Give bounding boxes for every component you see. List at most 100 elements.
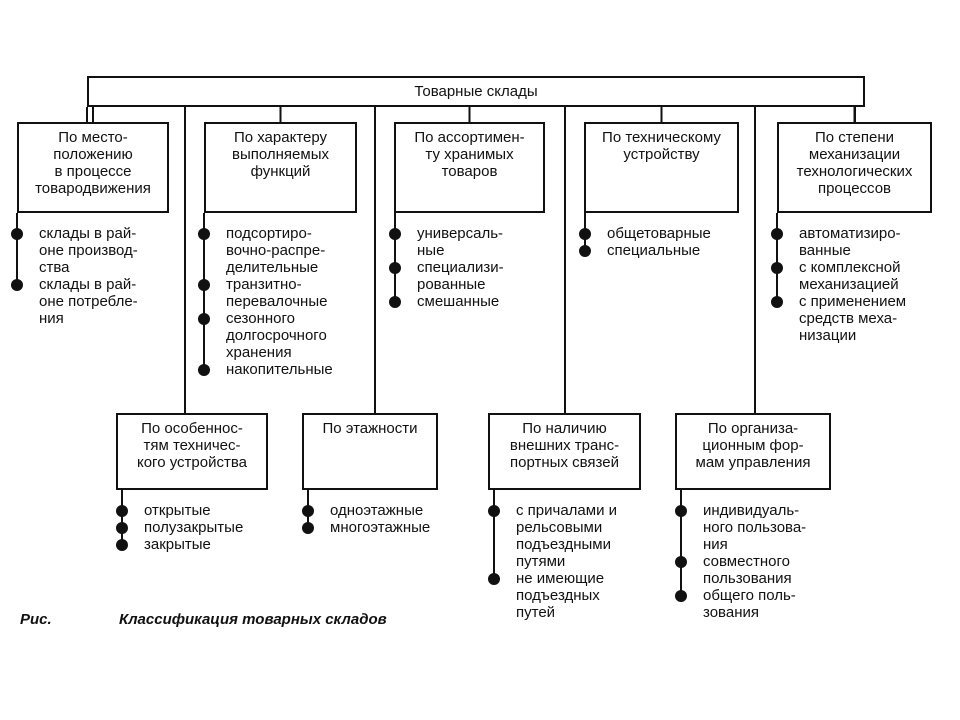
bullet-dot-icon <box>771 262 783 274</box>
bullet-dot-icon <box>302 505 314 517</box>
list-item-text: общего поль- <box>703 587 796 604</box>
bullet-dot-icon <box>116 522 128 534</box>
list-item-text: ные <box>417 242 445 259</box>
bullet-dot-icon <box>389 228 401 240</box>
list-item-text: с применением <box>799 293 907 310</box>
list-item: подсортиро-вочно-распре-делительные <box>198 225 333 276</box>
bullet-dot-icon <box>675 590 687 602</box>
list-item: склады в рай-оне производ-ства <box>11 225 138 276</box>
list-item: общетоварные <box>579 225 711 242</box>
list-item-text: одноэтажные <box>330 502 424 519</box>
list-item-text: подъездными <box>516 536 612 553</box>
category-title-line: товародвижения <box>35 180 151 197</box>
list-item: индивидуаль-ного пользова-ния <box>675 502 806 553</box>
category-title-line: технологических <box>796 163 913 180</box>
list-item-text: с причалами и <box>516 502 618 519</box>
list-item-text: низации <box>799 327 857 344</box>
bullet-dot-icon <box>11 228 23 240</box>
category-title-line: По степени <box>815 129 894 146</box>
category-title-line: механизации <box>808 146 901 163</box>
bullet-dot-icon <box>198 313 210 325</box>
bullet-dot-icon <box>488 505 500 517</box>
list-item-text: долгосрочного <box>226 327 327 344</box>
list-item-text: с комплексной <box>799 259 901 276</box>
list-item-text: специальные <box>607 242 701 259</box>
list-item: универсаль-ные <box>389 225 504 259</box>
list-item-text: путей <box>516 604 556 621</box>
bullet-dot-icon <box>389 262 401 274</box>
category-title-line: товаров <box>441 163 498 180</box>
list-item-text: рованные <box>417 276 486 293</box>
category-title-line: внешних транс- <box>509 437 620 454</box>
caption-label: Рис. <box>20 611 52 628</box>
category-title-line: По характеру <box>233 129 328 146</box>
category-title-line: По этажности <box>322 420 418 437</box>
list-item-text: склады в рай- <box>39 276 137 293</box>
root-title: Товарные склады <box>414 83 538 100</box>
list-item-text: делительные <box>226 259 319 276</box>
list-item-text: ванные <box>799 242 851 259</box>
bullet-dot-icon <box>302 522 314 534</box>
list-item: специальные <box>579 242 711 259</box>
list-item-text: смешанные <box>417 293 500 310</box>
list-item-text: совместного <box>703 553 790 570</box>
category-title-line: мам управления <box>695 454 811 471</box>
category-title-line: устройству <box>623 146 700 163</box>
bullet-dot-icon <box>488 573 500 585</box>
category-title-line: По техническому <box>602 129 721 146</box>
category-title-line: ту хранимых <box>425 146 514 163</box>
category-title-line: положению <box>53 146 133 163</box>
bullet-dot-icon <box>198 364 210 376</box>
list-item: транзитно-перевалочные <box>198 276 333 310</box>
list-item-text: подъездных <box>516 587 600 604</box>
bullet-dot-icon <box>198 279 210 291</box>
list-item-text: универсаль- <box>417 225 504 242</box>
list-item: смешанные <box>389 293 504 310</box>
list-item: склады в рай-оне потребле-ния <box>11 276 138 327</box>
category-title-line: портных связей <box>510 454 619 471</box>
category-title-line: тям техничес- <box>143 437 241 454</box>
list-item-text: ства <box>39 259 70 276</box>
category-title-line: По особеннос- <box>141 420 243 437</box>
list-item-text: полузакрытые <box>144 519 244 536</box>
list-item-text: закрытые <box>144 536 211 553</box>
bullet-dot-icon <box>579 245 591 257</box>
category-title-line: функций <box>250 163 311 180</box>
caption-title: Классификация товарных складов <box>119 611 387 628</box>
list-item-text: склады в рай- <box>39 225 137 242</box>
list-item-text: ния <box>703 536 728 553</box>
category-title-line: По организа- <box>707 420 799 437</box>
category-title-line: выполняемых <box>232 146 329 163</box>
bullet-dot-icon <box>771 296 783 308</box>
category-title-line: кого устройства <box>136 454 247 471</box>
list-item-text: зования <box>703 604 759 621</box>
list-item: закрытые <box>116 536 243 553</box>
list-item-text: ния <box>39 310 64 327</box>
bullet-dot-icon <box>198 228 210 240</box>
list-item-text: средств меха- <box>799 310 898 327</box>
category-title-line: По наличию <box>522 420 607 437</box>
list-item-text: подсортиро- <box>226 225 312 242</box>
bullet-dot-icon <box>675 556 687 568</box>
category-title-line: в процессе <box>54 163 132 180</box>
list-item-text: не имеющие <box>516 570 605 587</box>
list-item: общего поль-зования <box>675 587 806 621</box>
category-title-line: процессов <box>817 180 892 197</box>
list-item-text: путями <box>516 553 566 570</box>
bullet-dot-icon <box>116 505 128 517</box>
